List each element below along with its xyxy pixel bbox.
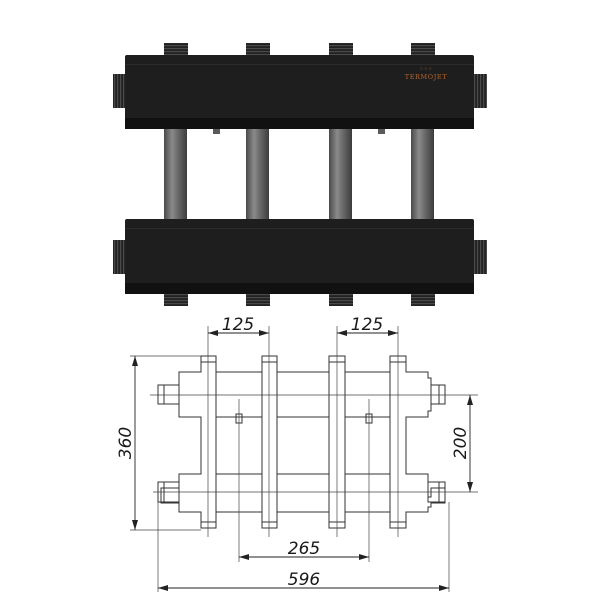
top-threaded-outlets (164, 43, 435, 56)
dim-spacing-right: 125 (351, 315, 383, 335)
dim-width-total: 596 (288, 570, 321, 590)
dimension-lines (132, 330, 473, 591)
dim-spacing-left: 125 (222, 315, 254, 335)
top-header-body (125, 55, 474, 134)
bottom-threaded-outlets (164, 293, 435, 306)
bottom-header-body (125, 219, 474, 294)
extension-lines (130, 326, 478, 592)
hydraulic-manifold-render: ◦◦◦ TERMOJET (113, 43, 487, 306)
dim-sensor-spacing: 265 (288, 539, 320, 559)
connecting-pipes (164, 128, 434, 220)
logo-mark: ◦◦◦ (419, 65, 432, 73)
dim-header-distance: 200 (451, 427, 471, 459)
product-render: ◦◦◦ TERMOJET (113, 43, 487, 306)
brand-logo: TERMOJET (405, 73, 448, 81)
dim-height-total: 360 (116, 427, 136, 459)
manifold-outline (157, 355, 446, 529)
side-threaded-connectors (113, 74, 487, 274)
